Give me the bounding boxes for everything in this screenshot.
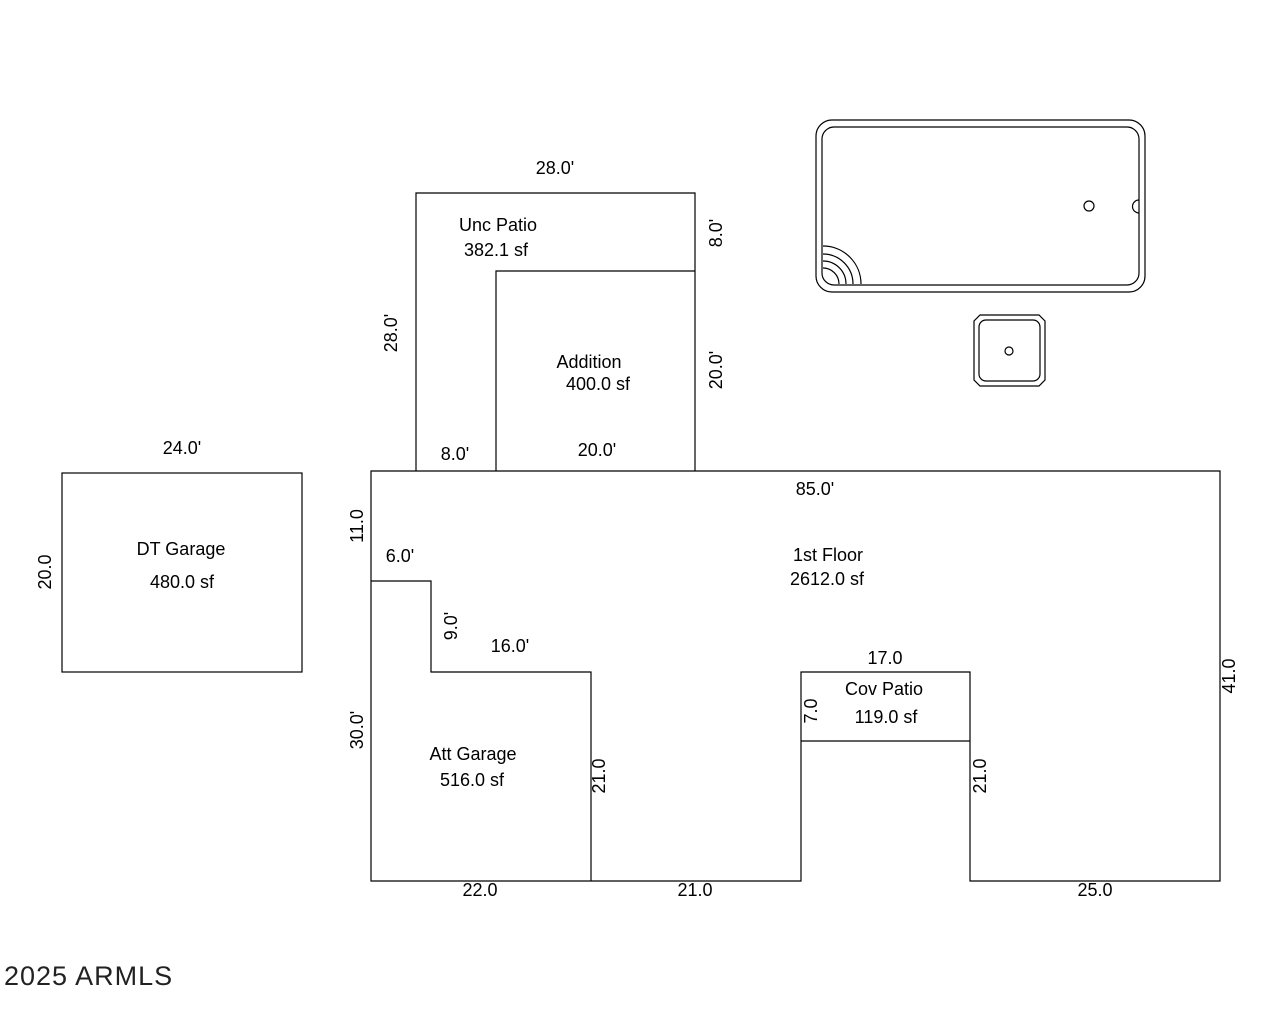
dimension-label: 21.0 xyxy=(970,758,990,793)
dimension-label: 22.0 xyxy=(462,880,497,900)
dimension-label: 25.0 xyxy=(1077,880,1112,900)
pool-steps xyxy=(822,245,862,285)
dimension-label: 11.0 xyxy=(347,509,367,543)
dimension-label: 21.0 xyxy=(677,880,712,900)
watermark: 2025 ARMLS xyxy=(4,961,173,991)
dimension-label: 28.0' xyxy=(536,158,574,178)
first-floor-outline xyxy=(370,470,1221,882)
dimension-label: 20.0' xyxy=(706,351,726,389)
dimension-label: 41.0 xyxy=(1219,658,1239,693)
dimension-label: 8.0' xyxy=(441,444,469,464)
dt-garage-outline xyxy=(61,472,303,673)
room-area: 382.1 sf xyxy=(464,240,529,260)
dimension-label: 16.0' xyxy=(491,636,529,656)
dimension-label: 20.0 xyxy=(35,554,55,589)
room-name: Unc Patio xyxy=(459,215,537,235)
room-name: Cov Patio xyxy=(845,679,923,699)
room-name: Addition xyxy=(556,352,621,372)
dimension-label: 20.0' xyxy=(578,440,616,460)
room-name: 1st Floor xyxy=(793,545,863,565)
dimension-label: 24.0' xyxy=(163,438,201,458)
room-name: DT Garage xyxy=(137,539,226,559)
room-area: 480.0 sf xyxy=(150,572,215,592)
dimension-label: 8.0' xyxy=(706,219,726,247)
dimension-label: 85.0' xyxy=(796,479,834,499)
dimension-label: 6.0' xyxy=(386,546,414,566)
dimension-label: 17.0 xyxy=(867,648,902,668)
dimension-label: 30.0' xyxy=(347,711,367,749)
pool xyxy=(815,119,1146,293)
dimension-label: 21.0 xyxy=(589,758,609,793)
room-area: 400.0 sf xyxy=(566,374,631,394)
dimension-label: 9.0' xyxy=(441,612,461,640)
room-area: 119.0 sf xyxy=(855,707,919,727)
room-area: 516.0 sf xyxy=(440,770,505,790)
unc-patio-outline xyxy=(415,192,696,471)
spa xyxy=(973,314,1046,387)
room-area: 2612.0 sf xyxy=(790,569,865,589)
dimension-label: 7.0 xyxy=(801,698,821,723)
room-name: Att Garage xyxy=(429,744,516,764)
dimension-label: 28.0' xyxy=(381,314,401,352)
